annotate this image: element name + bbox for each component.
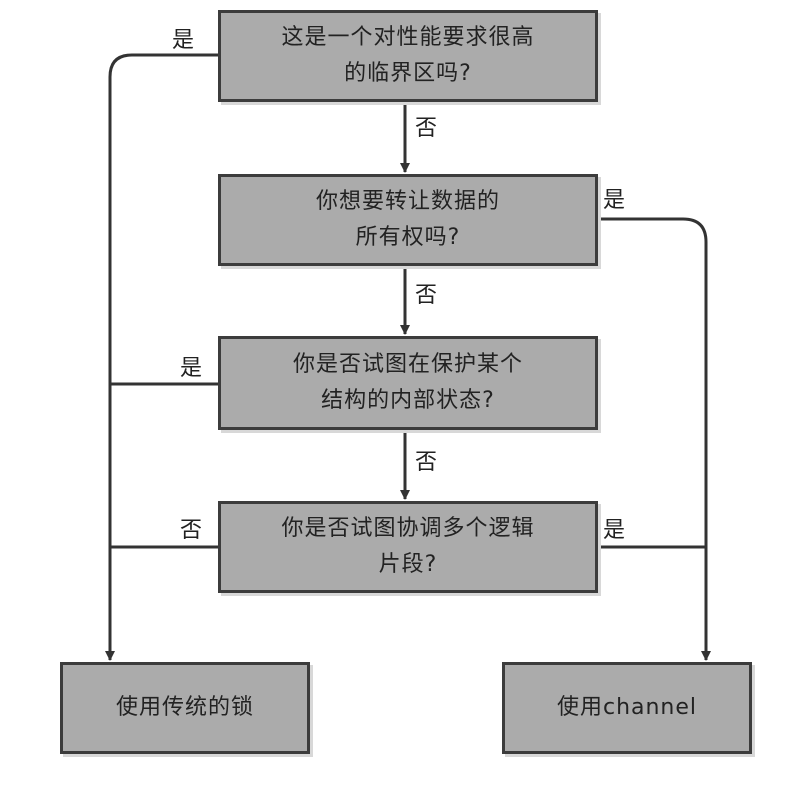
label-q4-yes: 是 <box>603 518 626 543</box>
question-protect-internal-state: 你是否试图在保护某个 结构的内部状态? <box>218 336 598 430</box>
label-q3-yes: 是 <box>180 356 203 381</box>
edge-q2-to-channel <box>598 217 711 661</box>
result-use-lock: 使用传统的锁 <box>60 662 310 754</box>
question-critical-section: 这是一个对性能要求很高 的临界区吗? <box>218 10 598 102</box>
question-coordinate-logic: 你是否试图协调多个逻辑 片段? <box>218 501 598 593</box>
label-q3-no: 否 <box>415 450 438 475</box>
question-transfer-ownership: 你想要转让数据的 所有权吗? <box>218 174 598 266</box>
label-q4-no: 否 <box>180 518 203 543</box>
label-q2-no: 否 <box>415 283 438 308</box>
label-q1-no: 否 <box>415 116 438 141</box>
label-q1-yes: 是 <box>172 28 195 53</box>
result-use-channel: 使用channel <box>502 662 752 754</box>
label-q2-yes: 是 <box>603 188 626 213</box>
edge-q1-to-lock <box>105 53 218 661</box>
